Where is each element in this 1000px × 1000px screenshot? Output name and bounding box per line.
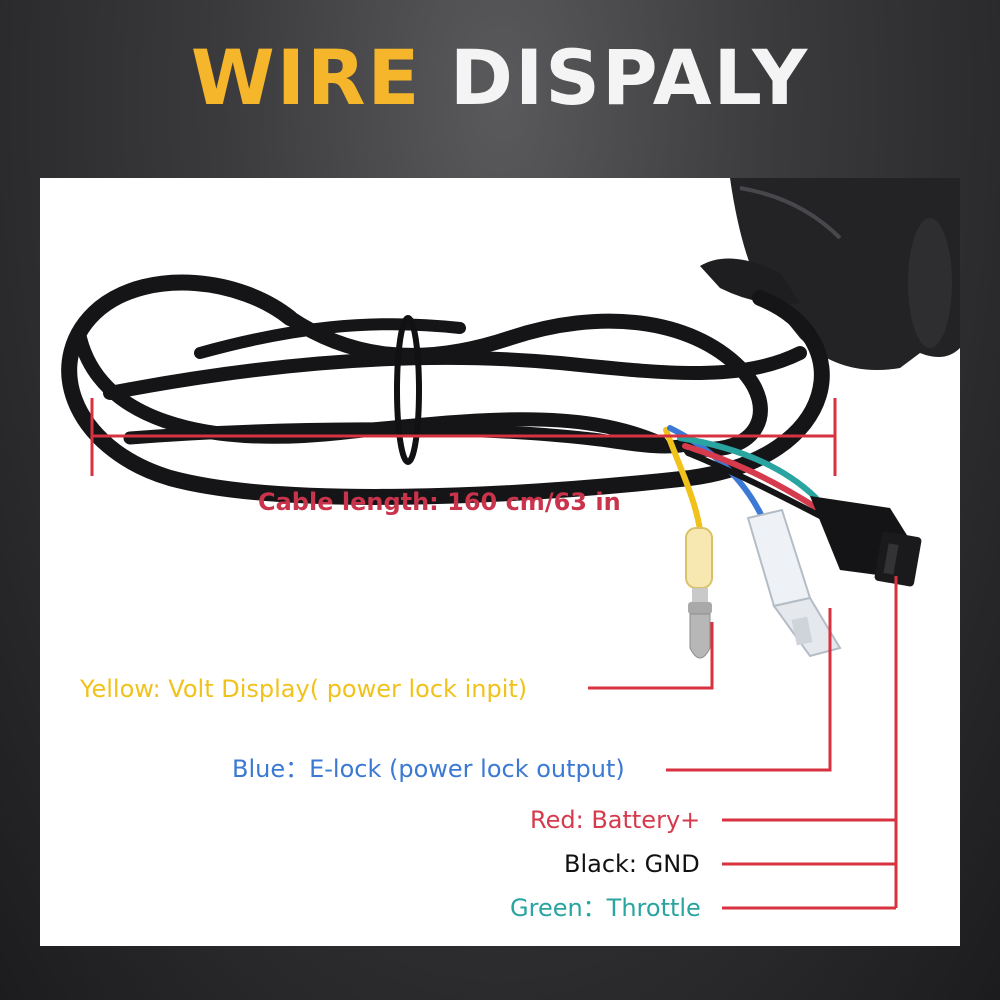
product-illustration [61, 178, 960, 910]
title-word-wire: WIRE [190, 33, 422, 122]
wire-label-yellow: Yellow: Volt Display( power lock inpit) [80, 675, 528, 703]
cable-length-marker [90, 398, 837, 476]
switch-housing [700, 178, 960, 370]
leader-lines [588, 576, 898, 910]
wire-label-black: Black: GND [564, 850, 700, 878]
page-title: WIRE DISPALY [0, 40, 1000, 116]
product-photo-panel: Cable length: 160 cm/63 in Yellow: Volt … [40, 178, 960, 946]
wire-label-red: Red: Battery+ [530, 806, 701, 834]
wire-label-blue: Blue：E-lock (power lock output) [232, 755, 625, 783]
cable-tie [394, 315, 422, 465]
bullet-terminal [685, 527, 713, 659]
three-pin-connector [810, 496, 922, 587]
cable-length-label: Cable length: 160 cm/63 in [258, 488, 621, 516]
spade-terminal [746, 508, 842, 658]
title-word-dispaly: DISPALY [449, 33, 810, 122]
coiled-cable [61, 274, 830, 505]
wire-label-green: Green：Throttle [510, 894, 701, 922]
